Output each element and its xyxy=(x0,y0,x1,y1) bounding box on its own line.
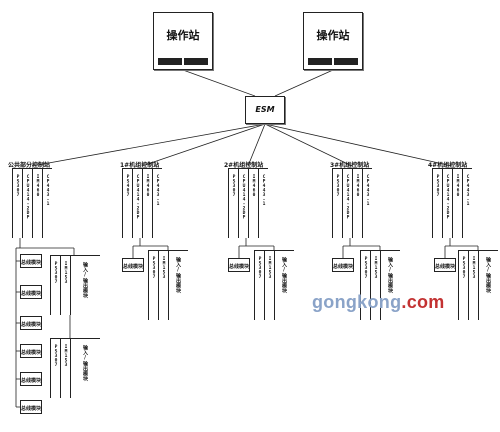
station-0-io-a-im: IM153 xyxy=(61,256,71,315)
station-1-io-im: IM153 xyxy=(159,251,169,320)
station-3-io-im: IM153 xyxy=(371,251,381,320)
watermark-part-1: gongkong xyxy=(312,292,402,312)
station-0-module-3: CP443-1 xyxy=(43,169,52,238)
workstation-1-port-right xyxy=(184,58,208,65)
station-4-module-1: CPU414-2DP xyxy=(443,169,453,238)
ws1-to-switch xyxy=(182,69,256,97)
ws2-to-switch xyxy=(274,69,334,97)
station-3-io-io: 输入/输出模块 xyxy=(381,251,400,320)
station-4-remote-io: PS307 IM153 输入/输出模块 xyxy=(458,250,498,320)
station-2-io-io: 输入/输出模块 xyxy=(275,251,294,320)
station-4-io-ps: PS307 xyxy=(459,251,469,320)
workstation-2-port-left xyxy=(308,58,332,65)
station-3-module-2: IM460 xyxy=(353,169,363,238)
switch-to-station-1 xyxy=(141,123,266,167)
station-3-io-ps: PS307 xyxy=(361,251,371,320)
station-2-rack: PS307 CPU414-2DP IM460 CP443-1 xyxy=(228,168,268,238)
station-1-bus-module: 总线模块 xyxy=(122,258,144,272)
station-4-module-3: CP443-1 xyxy=(463,169,472,238)
station-1-module-0: PS407 xyxy=(123,169,133,238)
station-0-module-2: IM460 xyxy=(33,169,43,238)
station-0-bus-module-4: 总线模块 xyxy=(20,372,42,386)
workstation-2: 操作站 xyxy=(303,12,363,70)
station-2-bus-module: 总线模块 xyxy=(228,258,250,272)
station-2-module-2: IM460 xyxy=(249,169,259,238)
station-1-remote-io: PS307 IM153 输入/输出模块 xyxy=(148,250,188,320)
station-4-io-io: 输入/输出模块 xyxy=(479,251,498,320)
station-4-rack: PS307 CPU414-2DP IM460 CP443-1 xyxy=(432,168,472,238)
station-1-rack: PS407 CPU414-2DP IM460 CP443-1 xyxy=(122,168,162,238)
watermark-part-2: .com xyxy=(401,292,445,312)
station-0-io-b-ps: PS307 xyxy=(51,339,61,398)
station-1-module-3: CP443-1 xyxy=(153,169,162,238)
station-3-module-0: PS307 xyxy=(333,169,343,238)
workstation-1-port-left xyxy=(158,58,182,65)
station-0-io-a-io: 输入/输出模块 xyxy=(71,256,100,315)
station-1-title: 1#机组控制站 xyxy=(120,162,160,169)
station-0-remote-io-b: PS307 IM153 输入/输出模块 xyxy=(50,338,100,398)
station-0-io-b-im: IM153 xyxy=(61,339,71,398)
station-1-io-ps: PS307 xyxy=(149,251,159,320)
station-0-bus-module-0: 总线模块 xyxy=(20,254,42,268)
workstation-2-port-right xyxy=(334,58,358,65)
station-2-title: 2#机组控制站 xyxy=(224,162,264,169)
station-4-module-0: PS307 xyxy=(433,169,443,238)
station-0-module-0: PS307 xyxy=(13,169,23,238)
station-1-module-1: CPU414-2DP xyxy=(133,169,143,238)
station-1-module-2: IM460 xyxy=(143,169,153,238)
station-0-bus-module-5: 总线模块 xyxy=(20,400,42,414)
station-4-bus-module: 总线模块 xyxy=(434,258,456,272)
station-0-title: 公共部分控制站 xyxy=(8,162,51,169)
station-3-rack: PS307 CPU414-2DP IM460 CP443-1 xyxy=(332,168,372,238)
station-2-io-im: IM153 xyxy=(265,251,275,320)
workstation-1: 操作站 xyxy=(153,12,213,70)
switch-to-station-2 xyxy=(247,123,266,167)
station-2-io-ps: PS307 xyxy=(255,251,265,320)
station-3-title: 3#机组控制站 xyxy=(330,162,370,169)
station-0-io-b-io: 输入/输出模块 xyxy=(71,339,100,398)
switch-to-station-3 xyxy=(264,123,353,167)
station-3-module-3: CP443-1 xyxy=(363,169,372,238)
station-0-bus-module-3: 总线模块 xyxy=(20,344,42,358)
switch-to-station-0 xyxy=(31,123,266,167)
station-3-module-1: CPU414-2DP xyxy=(343,169,353,238)
watermark-logo: gongkong.com xyxy=(312,292,445,313)
station-2-module-1: CPU414-2DP xyxy=(239,169,249,238)
station-1-io-io: 输入/输出模块 xyxy=(169,251,188,320)
workstation-1-label: 操作站 xyxy=(166,29,200,42)
station-0-rack: PS307 CPU414-2DP IM460 CP443-1 xyxy=(12,168,52,238)
station-3-bus-module: 总线模块 xyxy=(332,258,354,272)
station-4-io-im: IM153 xyxy=(469,251,479,320)
station-0-remote-io-a: PS307 IM153 输入/输出模块 xyxy=(50,255,100,315)
workstation-2-label: 操作站 xyxy=(316,29,350,42)
station-0-module-1: CPU414-2DP xyxy=(23,169,33,238)
station-2-module-0: PS307 xyxy=(229,169,239,238)
station-2-remote-io: PS307 IM153 输入/输出模块 xyxy=(254,250,294,320)
station-3-remote-io: PS307 IM153 输入/输出模块 xyxy=(360,250,400,320)
switch-to-station-4 xyxy=(264,123,453,167)
station-4-title: 4#机组控制站 xyxy=(428,162,468,169)
esm-switch: ESM xyxy=(245,96,285,124)
station-4-module-2: IM460 xyxy=(453,169,463,238)
esm-switch-label: ESM xyxy=(255,105,275,114)
station-0-bus-module-1: 总线模块 xyxy=(20,285,42,299)
station-2-module-3: CP443-1 xyxy=(259,169,268,238)
station-0-io-a-ps: PS307 xyxy=(51,256,61,315)
station-0-bus-module-2: 总线模块 xyxy=(20,316,42,330)
